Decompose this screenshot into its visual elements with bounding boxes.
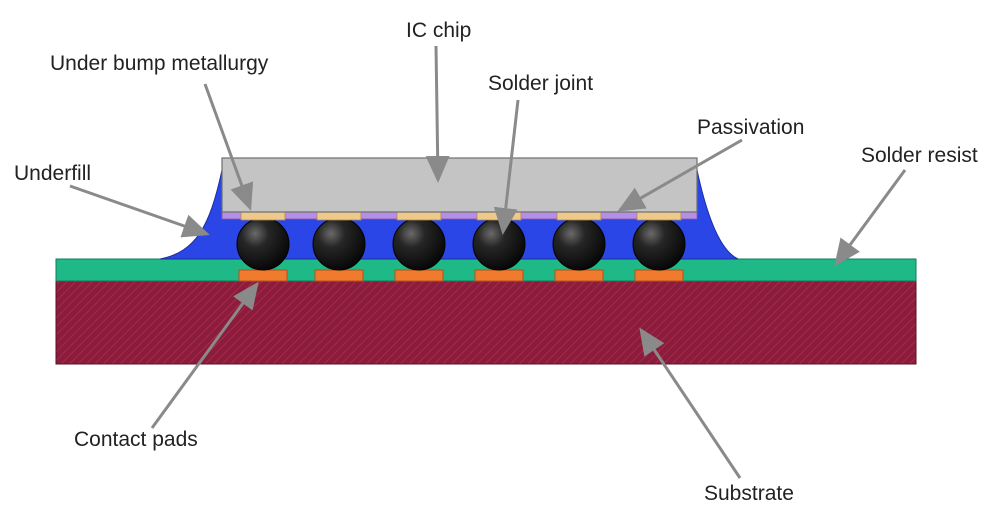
solder-ball [552,217,606,271]
solder-ball [312,217,366,271]
underfill-label: Underfill [14,162,91,185]
substrate-arrow [639,327,742,479]
contact-pad [238,269,288,282]
ic-chip-arrow [425,45,450,183]
passivation-arrow [617,138,743,212]
ubm-pad [316,211,362,221]
solder-balls-group [236,217,686,271]
leader-arrows [69,45,907,479]
passivation-label: Passivation [697,116,804,139]
solder-joint-label: Solder joint [488,72,593,95]
passivation-layer [221,211,698,220]
ubm-pad [240,211,286,221]
solder-resist-arrow [834,169,907,267]
substrate-layer [55,279,917,365]
contact-pad [554,269,604,282]
ubm-pad [636,211,682,221]
ic-chip-body [221,157,698,213]
contact-pads-arrow [150,281,259,429]
solder-ball [632,217,686,271]
ic-chip-label: IC chip [406,19,471,42]
substrate-label: Substrate [704,482,794,505]
underfill-arrow [69,184,210,238]
contact-pad [394,269,444,282]
contact-pads-label: Contact pads [74,428,198,451]
solder-ball [236,217,290,271]
ubm-pad [396,211,442,221]
solder-resist-label: Solder resist [861,144,978,167]
contact-pad [474,269,524,282]
solder-joint-arrow [493,99,520,235]
solder-ball [472,217,526,271]
ubm-label: Under bump metallurgy [50,52,269,75]
contact-pad [634,269,684,282]
contact-pad [314,269,364,282]
ubm-arrow [203,83,254,211]
ubm-pad [556,211,602,221]
solder-ball [392,217,446,271]
ubm-pad [476,211,522,221]
